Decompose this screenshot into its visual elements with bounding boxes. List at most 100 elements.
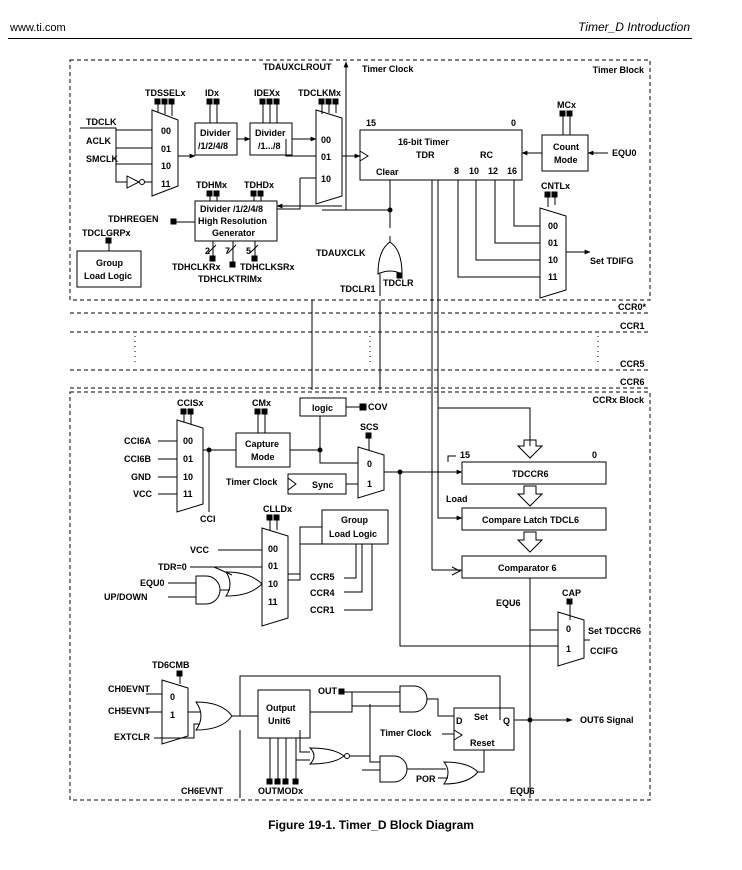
tdccr6-register: [461, 461, 607, 485]
timer-clock-latch-label: Timer Clock: [380, 728, 432, 738]
tdclkmx-mux: [315, 109, 343, 205]
svg-text:TDR: TDR: [416, 150, 435, 160]
svg-text:1: 1: [367, 479, 372, 489]
ccifg-label: CCIFG: [590, 646, 618, 656]
svg-text:16-bit Timer: 16-bit Timer: [398, 137, 449, 147]
header-rule: [8, 38, 692, 39]
cov-label: COV: [368, 402, 388, 412]
ccr1-row: CCR1: [620, 321, 645, 331]
svg-text:Divider: Divider: [255, 128, 286, 138]
equ0-label: EQU0: [612, 148, 637, 158]
svg-text:Reset: Reset: [470, 738, 495, 748]
cntlx-mux: [539, 207, 567, 299]
svg-text:01: 01: [183, 454, 193, 464]
extclr-input: EXTCLR: [114, 732, 151, 742]
equ6-label: EQU6: [496, 598, 521, 608]
vcc-input: VCC: [133, 489, 153, 499]
and-gate-lld: [195, 575, 221, 605]
svg-text:RC: RC: [480, 150, 493, 160]
svg-text:10: 10: [548, 255, 558, 265]
svg-text:10: 10: [268, 579, 278, 589]
svg-text:11: 11: [548, 272, 558, 282]
equ0-lld-input: EQU0: [140, 578, 165, 588]
smclk-input: SMCLK: [86, 154, 118, 164]
xor-gate: [308, 747, 345, 765]
svg-text:Mode: Mode: [251, 452, 275, 462]
clldx-label: CLLDx: [263, 504, 292, 514]
clldx-mux: [261, 527, 289, 627]
tdauxclk-label: TDAUXCLK: [316, 248, 366, 258]
svg-text:Q: Q: [503, 716, 510, 726]
tdclr-label: TDCLR: [383, 278, 414, 288]
svg-text:High Resolution: High Resolution: [198, 216, 267, 226]
ch5evnt-input: CH5EVNT: [108, 706, 151, 716]
cmx-label: CMx: [252, 398, 271, 408]
cci-label: CCI: [200, 514, 216, 524]
svg-text:01: 01: [268, 561, 278, 571]
gnd-input: GND: [131, 472, 152, 482]
svg-text:0: 0: [367, 459, 372, 469]
svg-text:Divider /1/2/4/8: Divider /1/2/4/8: [200, 204, 263, 214]
tdclk-input: TDCLK: [86, 117, 117, 127]
svg-text:Group: Group: [96, 258, 123, 268]
svg-text:Mode: Mode: [554, 155, 578, 165]
cci6a-input: CCI6A: [124, 436, 152, 446]
figure-caption: Figure 19-1. Timer_D Block Diagram: [268, 818, 474, 832]
cntlx-label: CNTLx: [541, 181, 570, 191]
svg-text:TDCCR6: TDCCR6: [512, 469, 549, 479]
svg-text:15: 15: [460, 450, 470, 460]
ccr0-row: CCR0*: [618, 302, 647, 312]
svg-text:Count: Count: [553, 142, 579, 152]
outmodx-label: OUTMODx: [258, 786, 303, 796]
ccr5-row: CCR5: [620, 359, 645, 369]
svg-text:00: 00: [161, 126, 171, 136]
or-gate-tdaux: [377, 241, 403, 275]
tdsselx-label: TDSSELx: [145, 88, 186, 98]
svg-text:16: 16: [507, 166, 517, 176]
svg-text:5: 5: [246, 246, 251, 256]
timer-block-title: Timer Block: [593, 65, 645, 75]
group-load-logic-timer: [76, 250, 142, 288]
svg-text:00: 00: [183, 436, 193, 446]
vcc-lld-input: VCC: [190, 545, 210, 555]
cap-mux: [557, 611, 585, 667]
ch0evnt-input: CH0EVNT: [108, 684, 151, 694]
set-tdifg-label: Set TDIFG: [590, 256, 634, 266]
hr-generator: [194, 200, 278, 242]
tdauxclrout-label: TDAUXCLROUT: [263, 62, 332, 72]
comparator-6: [461, 555, 607, 579]
set-tdccr6-label: Set TDCCR6: [588, 626, 641, 636]
tdhdx-label: TDHDx: [244, 180, 274, 190]
svg-text:15: 15: [366, 118, 376, 128]
td6cmb-mux: [161, 679, 189, 745]
svg-text:Output: Output: [266, 703, 296, 713]
svg-text:12: 12: [488, 166, 498, 176]
td6cmb-label: TD6CMB: [152, 660, 190, 670]
tdhclkrx-label: TDHCLKRx: [172, 262, 221, 272]
load-label: Load: [446, 494, 468, 504]
tdhclksrx-label: TDHCLKSRx: [240, 262, 295, 272]
ccisx-mux: [176, 419, 204, 513]
ccrx-block-title: CCRx Block: [592, 395, 645, 405]
tdhclktrimx-label: TDHCLKTRIMx: [198, 274, 262, 284]
cci6b-input: CCI6B: [124, 454, 152, 464]
out-label: OUT: [318, 686, 338, 696]
svg-text:01: 01: [321, 152, 331, 162]
ccrx-block-frame: [69, 391, 651, 801]
equ6-bottom-label: EQU6: [510, 786, 535, 796]
svg-text:Sync: Sync: [312, 480, 334, 490]
svg-text:0: 0: [592, 450, 597, 460]
svg-text:Unit6: Unit6: [268, 716, 291, 726]
ccr6-row: CCR6: [620, 377, 645, 387]
cap-label: CAP: [562, 588, 581, 598]
section-title: Timer_D Introduction: [578, 20, 690, 34]
svg-text:1: 1: [170, 710, 175, 720]
svg-text:Set: Set: [474, 712, 488, 722]
svg-text:10: 10: [321, 174, 331, 184]
tdr0-input: TDR=0: [158, 562, 187, 572]
svg-text:01: 01: [161, 144, 171, 154]
svg-text:Comparator 6: Comparator 6: [498, 563, 557, 573]
and-gate-por: [379, 755, 408, 783]
svg-text:Capture: Capture: [245, 439, 279, 449]
